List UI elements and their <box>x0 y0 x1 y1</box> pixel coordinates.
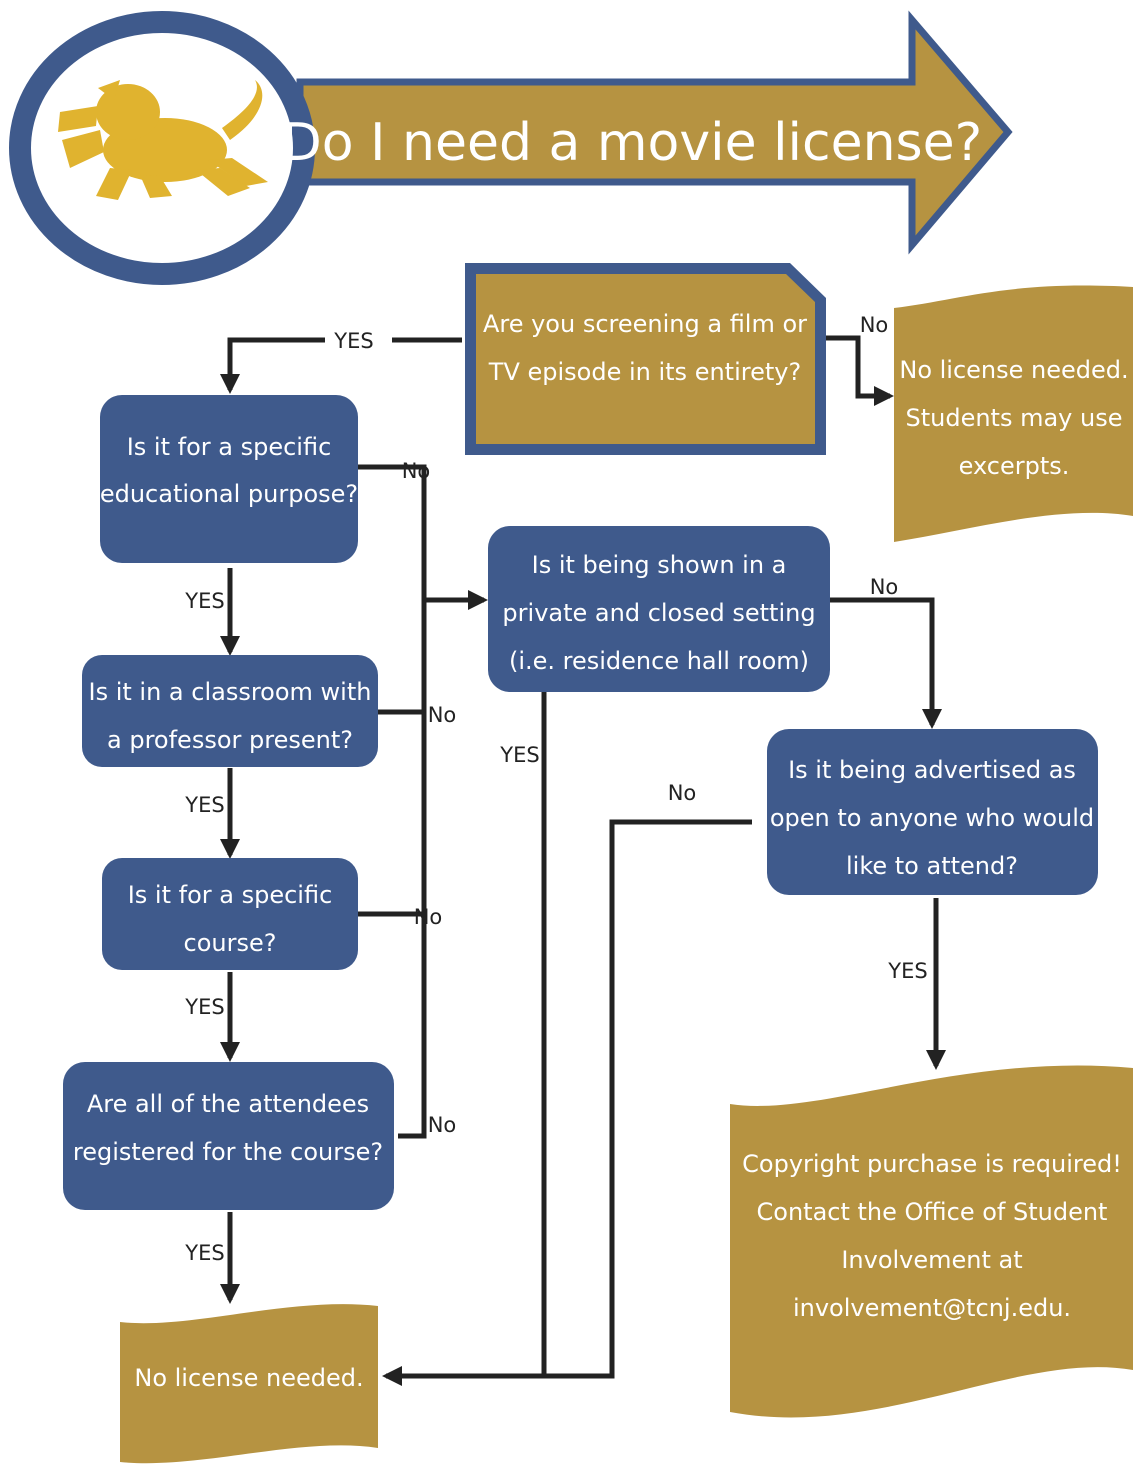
terminal-copyright: Copyright purchase is required! Contact … <box>730 1065 1133 1418</box>
connectors <box>220 335 946 1386</box>
terminal-no-license: No license needed. <box>120 1304 378 1464</box>
node-line: Is it for a specific <box>128 881 333 909</box>
node-line: open to anyone who would <box>770 804 1094 832</box>
node-line: registered for the course? <box>73 1138 383 1166</box>
node-line: Is it in a classroom with <box>89 678 372 706</box>
node-attendees-registered: Are all of the attendees registered for … <box>63 1062 394 1210</box>
node-line: Is it being shown in a <box>532 551 787 579</box>
node-line: educational purpose? <box>100 480 358 508</box>
node-private-setting: Is it being shown in a private and close… <box>488 526 830 692</box>
edge-label-yes-classroom: YES <box>184 793 224 817</box>
edge-label-no-top: No <box>860 313 889 337</box>
edge-label-no-advertised: No <box>668 781 697 805</box>
node-line: Is it being advertised as <box>788 756 1076 784</box>
node-line: private and closed setting <box>502 599 815 627</box>
edge-label-no-educational: No <box>402 459 431 483</box>
edge-label-no-attendees: No <box>428 1113 457 1137</box>
terminal-line: involvement@tcnj.edu. <box>793 1294 1071 1322</box>
edge-label-yes-educational: YES <box>184 589 224 613</box>
edge-label-yes-advertised: YES <box>887 959 927 983</box>
edge-label-no-private: No <box>870 575 899 599</box>
node-specific-course: Is it for a specific course? <box>102 858 358 970</box>
edge-label-yes-attendees: YES <box>184 1241 224 1265</box>
edge-label-yes-private: YES <box>499 743 539 767</box>
node-line: course? <box>184 929 277 957</box>
node-line: TV episode in its entirety? <box>488 358 801 386</box>
page-title: Do I need a movie license? <box>282 113 982 173</box>
node-line: like to attend? <box>846 852 1018 880</box>
edge-label-no-classroom: No <box>428 703 457 727</box>
terminal-excerpts: No license needed. Students may use exce… <box>894 285 1133 542</box>
node-advertised-open: Is it being advertised as open to anyone… <box>767 729 1098 895</box>
header-arrow <box>296 10 1013 255</box>
lion-icon <box>58 80 268 200</box>
node-line: Are all of the attendees <box>87 1090 369 1118</box>
edge-label-yes-top: YES <box>333 329 373 353</box>
terminal-line: Copyright purchase is required! <box>742 1150 1122 1178</box>
terminal-line: No license needed. <box>899 356 1128 384</box>
terminal-line: Contact the Office of Student <box>757 1198 1108 1226</box>
edge-label-no-course: No <box>414 905 443 929</box>
terminal-line: Students may use <box>905 404 1122 432</box>
node-line: Are you screening a film or <box>483 310 807 338</box>
node-line: Is it for a specific <box>127 433 332 461</box>
node-line: (i.e. residence hall room) <box>509 647 809 675</box>
node-line: a professor present? <box>107 726 353 754</box>
node-educational-purpose: Is it for a specific educational purpose… <box>100 395 358 563</box>
terminal-line: excerpts. <box>959 452 1070 480</box>
node-classroom-professor: Is it in a classroom with a professor pr… <box>82 655 378 767</box>
terminal-line: Involvement at <box>841 1246 1022 1274</box>
terminal-line: No license needed. <box>134 1364 363 1392</box>
node-screening-entirety: Are you screening a film or TV episode i… <box>465 263 826 455</box>
edge-label-yes-course: YES <box>184 995 224 1019</box>
